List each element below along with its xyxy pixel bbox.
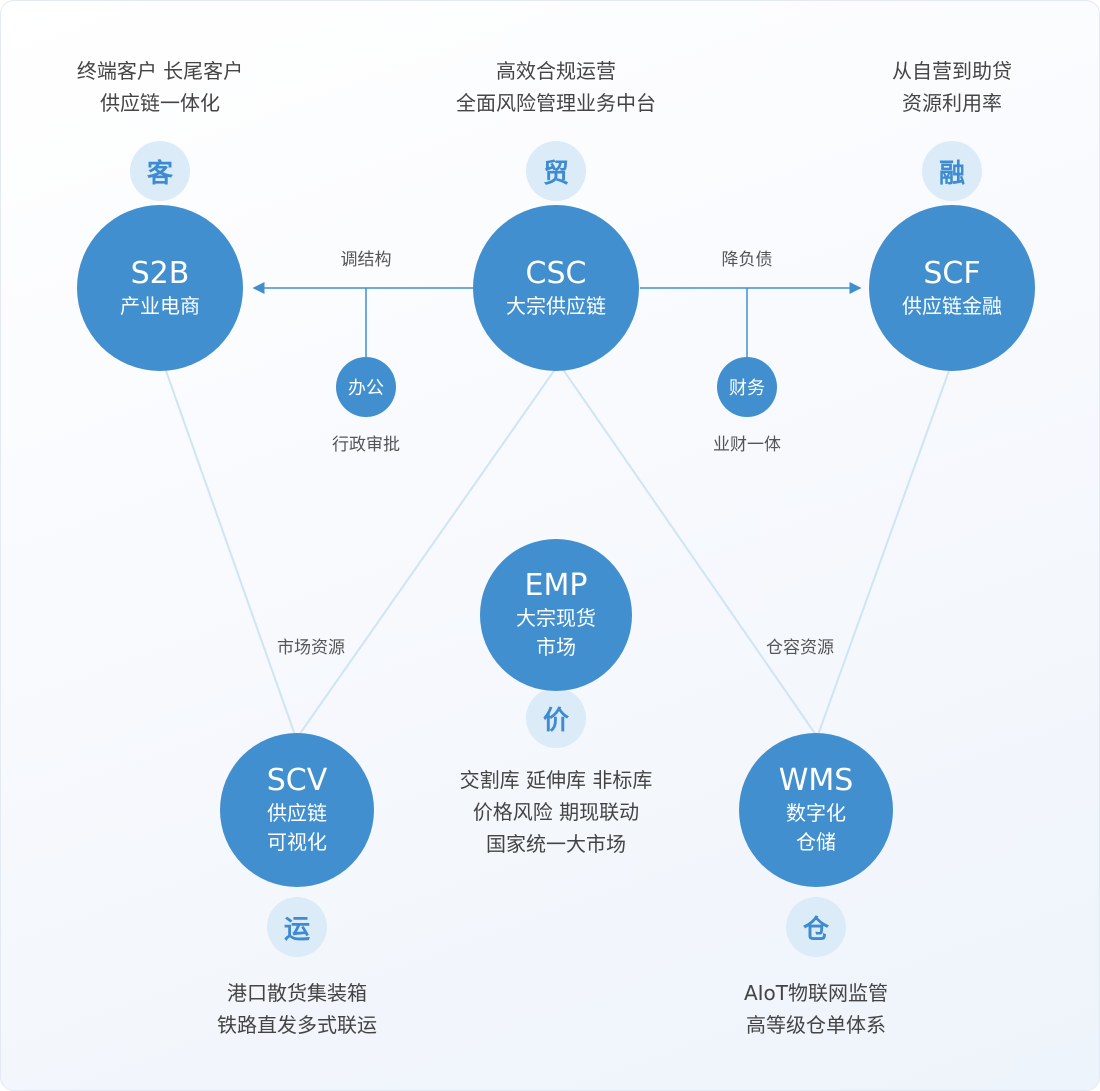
badge-transport: 运 — [267, 897, 327, 957]
badge-finance: 融 — [922, 141, 982, 201]
line-scf-wms — [817, 367, 951, 736]
node-code: SCV — [266, 763, 328, 798]
node-name: 仓储 — [796, 830, 836, 854]
node-code: CSC — [525, 255, 587, 291]
node-code: EMP — [524, 568, 588, 603]
node-name: 市场 — [536, 635, 576, 659]
edge-label-reduce-debt: 降负债 — [721, 250, 773, 270]
badge-customer: 客 — [130, 141, 190, 201]
node-name: 大宗供应链 — [506, 293, 606, 318]
node-scv: SCV 供应链 可视化 — [220, 733, 374, 887]
node-office: 办公 — [336, 357, 396, 417]
node-name: 供应链 — [267, 801, 327, 825]
node-code: WMS — [778, 763, 854, 798]
edge-label-adjust-structure: 调结构 — [340, 250, 392, 270]
edge-label-warehouse-resources: 仓容资源 — [766, 638, 834, 658]
desc-line: 港口散货集装箱 — [227, 981, 367, 1005]
node-finance: 财务 — [717, 357, 777, 417]
node-name: 供应链金融 — [902, 293, 1002, 318]
desc-line: 终端客户 长尾客户 — [76, 59, 244, 83]
desc-line: 价格风险 期现联动 — [472, 800, 640, 824]
line-s2b-scv — [164, 367, 296, 736]
line-csc-wms — [561, 367, 817, 736]
finance-description: 业财一体 — [713, 435, 781, 455]
desc-line: 高等级仓单体系 — [745, 1013, 886, 1037]
scf-description: 从自营到助贷 资源利用率 — [892, 55, 1012, 119]
badge-price: 价 — [526, 688, 586, 748]
desc-line: 铁路直发多式联运 — [217, 1013, 377, 1037]
desc-line: 国家统一大市场 — [486, 832, 626, 856]
line-csc-scv — [298, 367, 557, 736]
desc-line: 供应链一体化 — [99, 91, 220, 115]
node-code: SCF — [923, 255, 981, 291]
badge-trade: 贸 — [526, 141, 586, 201]
node-s2b: S2B 产业电商 — [77, 205, 243, 371]
desc-line: 全面风险管理业务中台 — [456, 91, 656, 115]
node-name: 数字化 — [786, 801, 846, 825]
node-wms: WMS 数字化 仓储 — [739, 733, 893, 887]
wms-description: AIoT物联网监管 高等级仓单体系 — [744, 977, 888, 1041]
desc-line: 高效合规运营 — [496, 59, 616, 83]
csc-description: 高效合规运营 全面风险管理业务中台 — [456, 55, 656, 119]
s2b-description: 终端客户 长尾客户 供应链一体化 — [77, 55, 243, 119]
edge-label-market-resources: 市场资源 — [277, 638, 345, 658]
desc-line: 交割库 延伸库 非标库 — [459, 768, 653, 792]
badge-warehouse: 仓 — [786, 897, 846, 957]
node-scf: SCF 供应链金融 — [869, 205, 1035, 371]
desc-line: 资源利用率 — [902, 91, 1002, 115]
node-name: 大宗现货 — [516, 606, 596, 630]
node-csc: CSC 大宗供应链 — [473, 205, 639, 371]
node-name: 产业电商 — [120, 293, 200, 318]
office-description: 行政审批 — [332, 435, 400, 455]
desc-line: AIoT物联网监管 — [743, 981, 889, 1005]
desc-line: 从自营到助贷 — [892, 59, 1012, 83]
node-emp: EMP 大宗现货 市场 — [480, 539, 632, 691]
node-code: S2B — [130, 255, 190, 291]
scv-description: 港口散货集装箱 铁路直发多式联运 — [217, 977, 377, 1041]
node-name: 可视化 — [267, 830, 327, 854]
emp-description: 交割库 延伸库 非标库 价格风险 期现联动 国家统一大市场 — [460, 764, 653, 860]
